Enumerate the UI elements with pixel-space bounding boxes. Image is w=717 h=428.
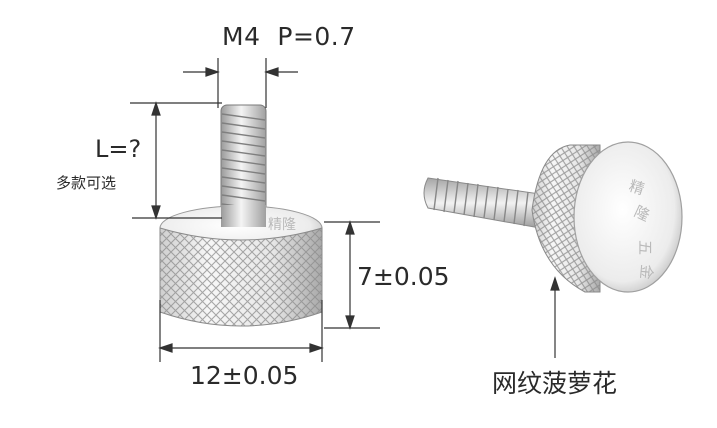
length-note: 多款可选	[56, 174, 117, 192]
front-engraving: 精隆	[268, 217, 296, 233]
length-label: L=?	[95, 135, 142, 163]
svg-text:隆: 隆	[631, 202, 652, 225]
perspective-view-screw: 精 隆 五 金	[423, 141, 683, 293]
height-dimension-label: 7±0.05	[357, 262, 450, 291]
diameter-dimension-label: 12±0.05	[190, 361, 299, 390]
end-face-engraving: 精 隆 五 金	[627, 177, 656, 280]
svg-text:五: 五	[636, 240, 654, 255]
dimension-lines	[130, 58, 560, 362]
knurl-pattern-label: 网纹菠萝花	[492, 369, 618, 398]
end-face	[573, 141, 683, 293]
front-view-screw: 精隆	[159, 104, 323, 327]
thread-spec-label: M4 P=0.7	[222, 22, 356, 51]
svg-text:金: 金	[637, 264, 656, 281]
svg-text:精: 精	[627, 177, 647, 199]
threaded-shaft-side	[423, 177, 541, 229]
